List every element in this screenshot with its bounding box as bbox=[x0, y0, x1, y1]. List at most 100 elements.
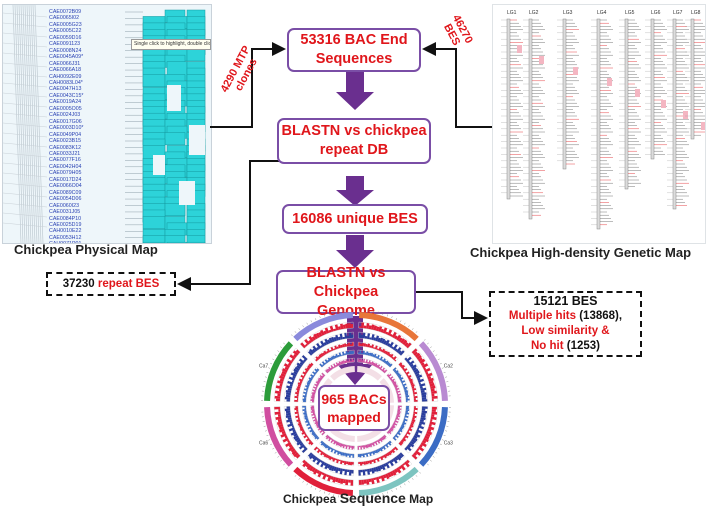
lg-header: LG8 bbox=[691, 10, 701, 16]
track-bar bbox=[424, 367, 431, 373]
track-bar bbox=[427, 377, 434, 382]
track-bar bbox=[421, 399, 428, 402]
sequence-map-caption: Chickpea Sequence Map bbox=[283, 490, 434, 506]
clone-label: CAH0010E22 bbox=[49, 228, 82, 235]
ideogram-tick bbox=[277, 350, 280, 352]
track-bar bbox=[396, 467, 402, 474]
track-bar bbox=[323, 341, 327, 346]
track-bar bbox=[419, 383, 426, 387]
track-bar bbox=[365, 343, 368, 348]
track-bar bbox=[363, 325, 367, 329]
track-bar bbox=[365, 460, 369, 465]
clone-label: CAE0089C09 bbox=[49, 189, 82, 196]
track-bar bbox=[325, 434, 329, 438]
clone-label: CAE0025D19 bbox=[49, 221, 82, 228]
track-bar bbox=[412, 387, 417, 391]
track-bar bbox=[430, 390, 437, 394]
track-bar bbox=[410, 384, 415, 388]
ideogram-tick bbox=[315, 487, 317, 490]
track-bar bbox=[400, 439, 405, 443]
track-bar bbox=[351, 334, 354, 339]
track-bar bbox=[418, 423, 422, 427]
track-bar bbox=[396, 334, 402, 341]
track-bar bbox=[414, 370, 420, 375]
track-frame bbox=[358, 451, 406, 477]
track-bar bbox=[286, 399, 291, 402]
clone-label: CAE0060I23 bbox=[49, 202, 80, 209]
ideogram-tick bbox=[427, 463, 429, 466]
track-frame bbox=[301, 405, 320, 442]
track-bar bbox=[368, 468, 372, 472]
track-bar bbox=[313, 391, 316, 394]
track-bar bbox=[385, 473, 390, 480]
track-frame bbox=[403, 354, 429, 402]
track-bar bbox=[311, 336, 316, 341]
ideogram-tick bbox=[399, 485, 402, 488]
track-bar bbox=[290, 448, 296, 453]
track-bar bbox=[402, 462, 406, 466]
track-bar bbox=[297, 422, 302, 426]
track-bar bbox=[307, 350, 313, 356]
track-bar bbox=[318, 354, 323, 358]
track-bar bbox=[295, 349, 301, 355]
track-bar bbox=[340, 478, 344, 485]
ideogram-tick bbox=[391, 316, 393, 319]
track-bar bbox=[322, 442, 326, 447]
track-bar bbox=[307, 426, 312, 430]
track-bar bbox=[371, 459, 374, 463]
track-bar bbox=[358, 469, 361, 476]
track-bar bbox=[348, 479, 351, 483]
track-bar bbox=[323, 443, 327, 448]
chromosome-ideogram bbox=[359, 466, 419, 496]
track-bar bbox=[317, 378, 322, 382]
track-bar bbox=[370, 352, 374, 357]
track-bar bbox=[360, 352, 363, 355]
physical-map-tooltip: Single click to highlight, double click bbox=[131, 39, 211, 50]
track-bar bbox=[289, 421, 293, 425]
ideogram-tick bbox=[439, 363, 442, 365]
track-bar bbox=[296, 394, 299, 397]
track-bar bbox=[396, 346, 402, 353]
track-bar bbox=[318, 331, 323, 337]
track-bar bbox=[312, 456, 318, 463]
track-bar bbox=[302, 395, 307, 398]
track-bar bbox=[370, 324, 375, 331]
track-bar bbox=[342, 360, 346, 364]
track-bar bbox=[289, 383, 293, 387]
track-bar bbox=[303, 374, 306, 377]
track-bar bbox=[396, 412, 401, 415]
clone-label: CAE0083K12 bbox=[49, 144, 82, 151]
ideogram-tick bbox=[411, 328, 414, 330]
track-bar bbox=[342, 452, 345, 456]
track-bar bbox=[281, 430, 286, 435]
track-bar bbox=[304, 410, 307, 413]
track-bar bbox=[375, 466, 379, 472]
track-bar bbox=[421, 392, 427, 396]
track-bar bbox=[367, 352, 370, 356]
map-guide-line bbox=[3, 102, 48, 108]
ideogram-tick bbox=[270, 363, 273, 365]
track-bar bbox=[325, 369, 329, 374]
track-bar bbox=[399, 427, 403, 431]
track-bar bbox=[342, 336, 346, 340]
track-bar bbox=[398, 428, 403, 433]
track-bar bbox=[361, 445, 364, 448]
track-bar bbox=[344, 469, 348, 476]
track-bar bbox=[402, 383, 407, 387]
track-bar bbox=[424, 435, 430, 440]
track-bar bbox=[275, 416, 282, 421]
track-bar bbox=[311, 467, 316, 473]
marker-highlight bbox=[539, 56, 544, 64]
track-bar bbox=[296, 390, 300, 393]
track-bar bbox=[385, 462, 390, 469]
marker-highlight bbox=[517, 45, 522, 53]
track-bar bbox=[329, 325, 334, 333]
track-bar bbox=[333, 448, 336, 451]
track-bar bbox=[368, 451, 372, 457]
track-bar bbox=[366, 468, 371, 475]
track-bar bbox=[400, 380, 406, 384]
track-bar bbox=[311, 409, 315, 412]
track-bar bbox=[429, 385, 436, 390]
track-bar bbox=[363, 343, 367, 347]
track-bar bbox=[314, 368, 319, 373]
